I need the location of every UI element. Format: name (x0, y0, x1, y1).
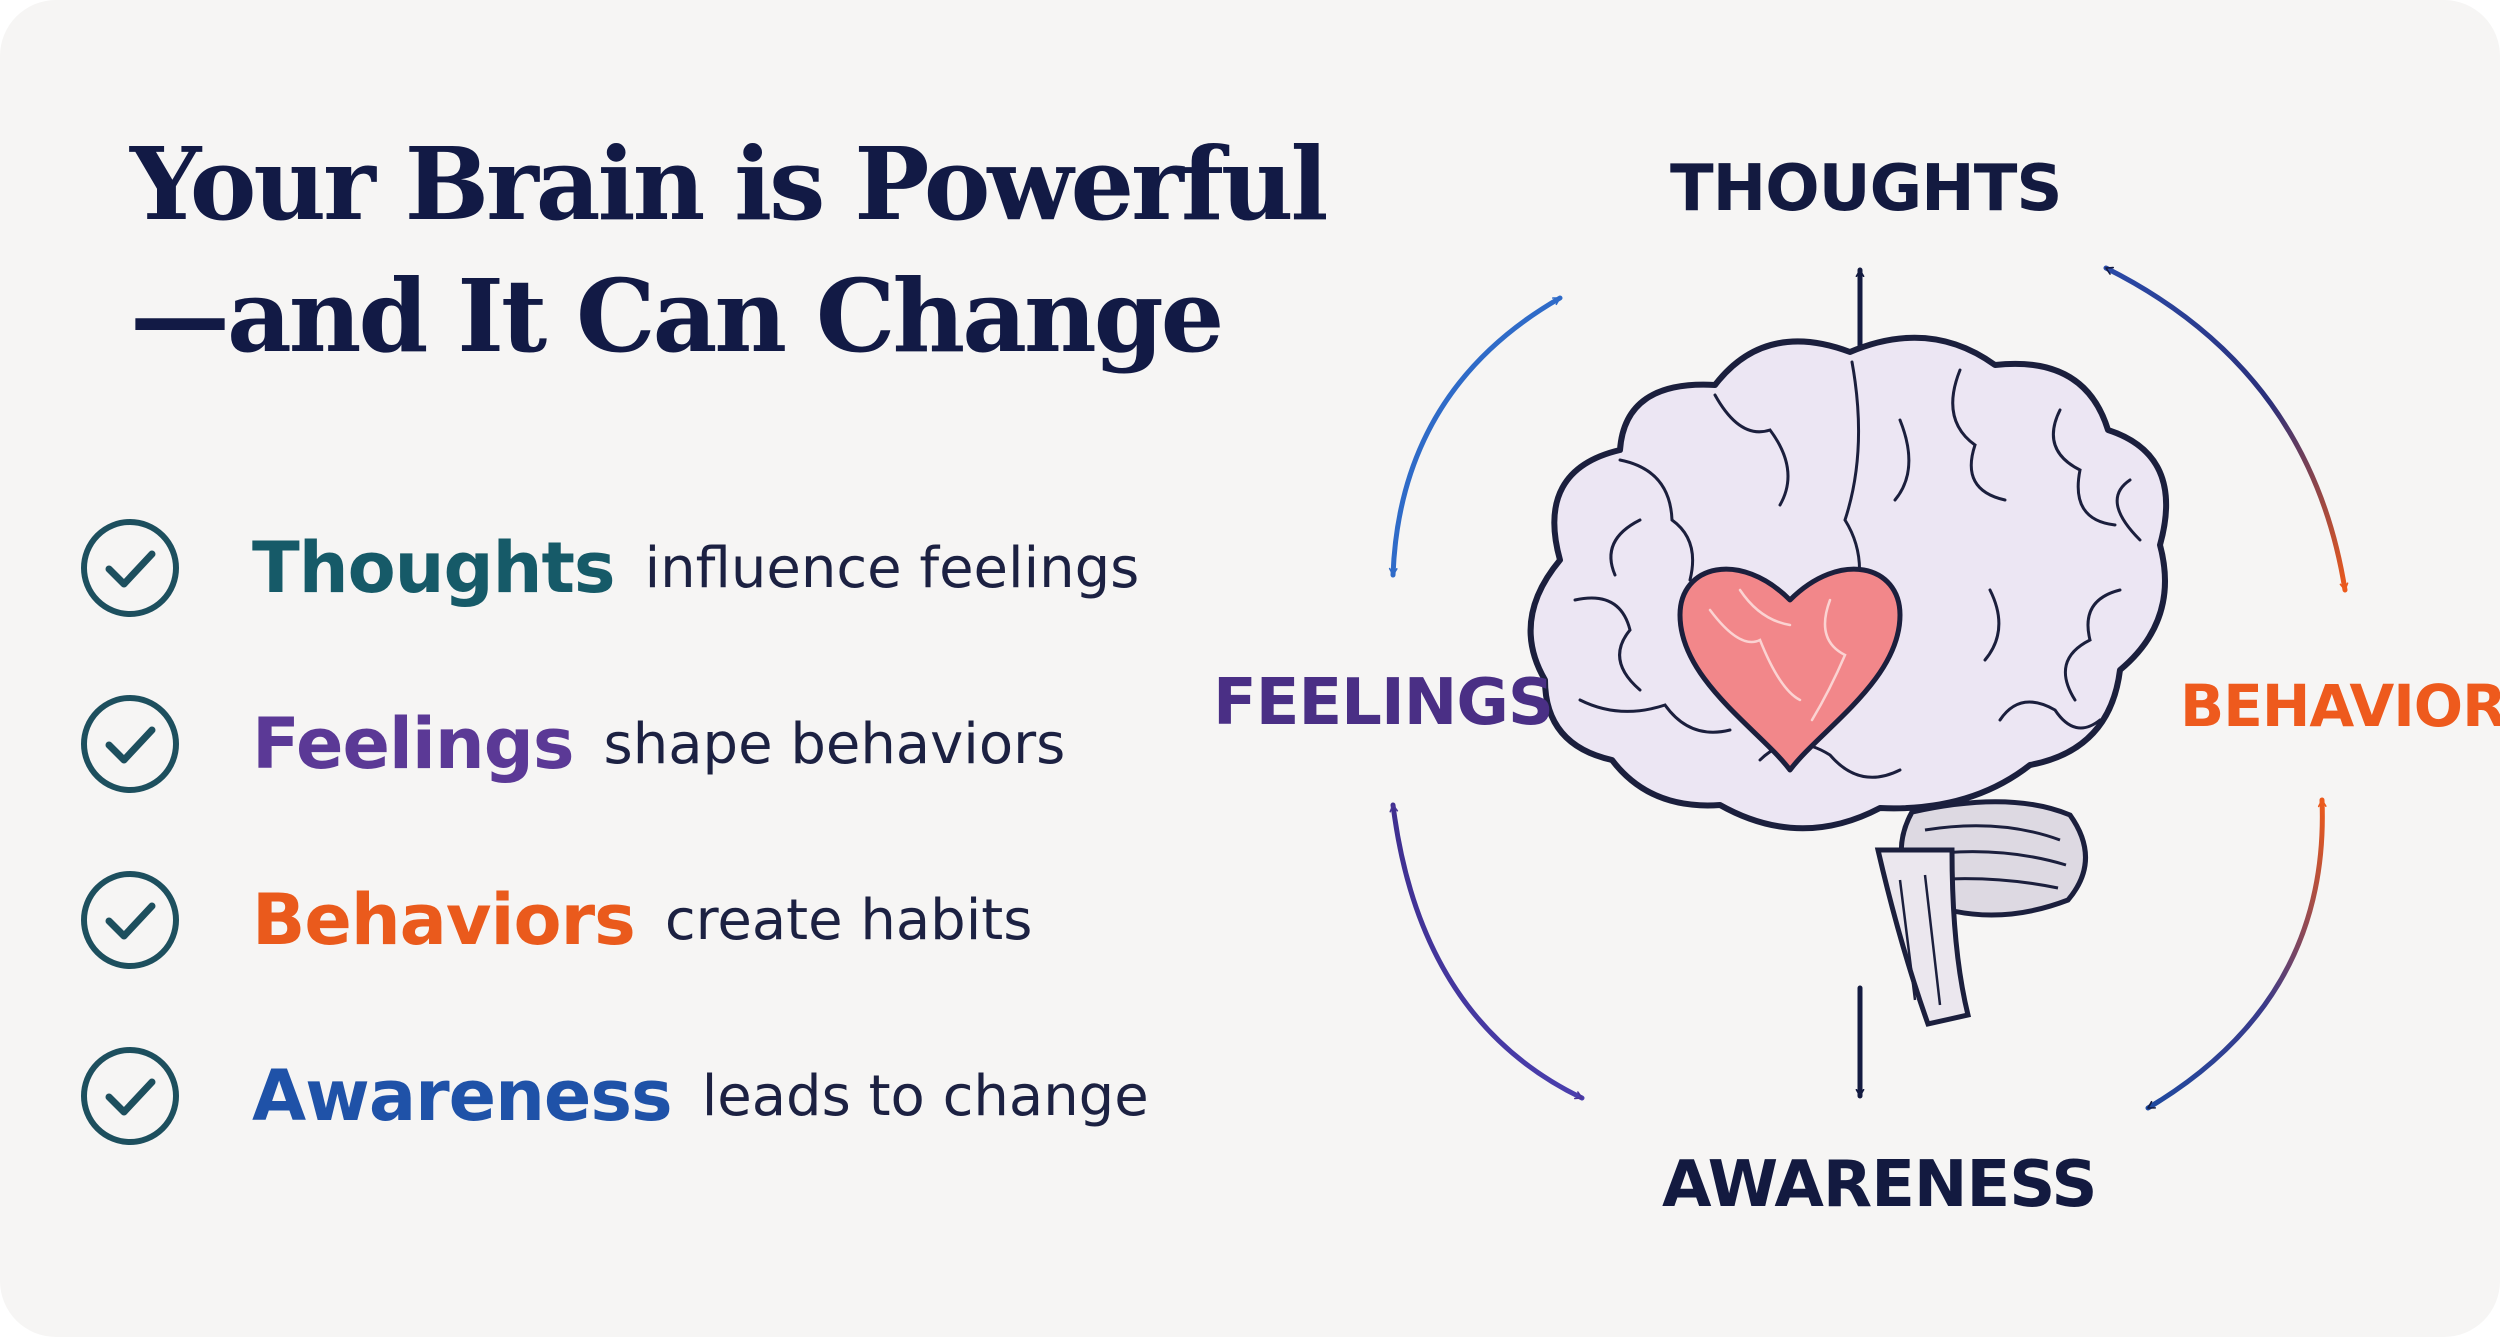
key-points-list: Thoughts influence feelings Feelings sha… (78, 480, 1149, 1184)
point-text: influence feelings (644, 535, 1140, 601)
list-item-behaviors: Behaviors create habits (78, 832, 1149, 1008)
arrow-behaviors-awareness (2145, 797, 2327, 1111)
check-circle-icon (81, 871, 179, 969)
keyword-thoughts: Thoughts (252, 527, 616, 609)
check-circle-icon (81, 1047, 179, 1145)
point-text: shape behaviors (603, 711, 1066, 777)
point-text: create habits (664, 887, 1033, 953)
check-circle-icon (81, 695, 179, 793)
list-item-awareness: Awareness leads to change (78, 1008, 1149, 1184)
title-line-1: Your Brain is Powerful (130, 125, 1329, 243)
node-behaviors: BEHAVIORS (2180, 672, 2500, 740)
check-circle-icon (81, 519, 179, 617)
list-item-feelings: Feelings shape behaviors (78, 656, 1149, 832)
node-thoughts: THOUGHTS (1670, 152, 2062, 226)
heart-icon (1677, 566, 1903, 773)
keyword-awareness: Awareness (252, 1055, 673, 1137)
keyword-feelings: Feelings (252, 703, 575, 785)
point-text: leads to change (701, 1063, 1149, 1129)
node-feelings: FEELINGS (1213, 666, 1554, 740)
list-item-thoughts: Thoughts influence feelings (78, 480, 1149, 656)
node-awareness: AWARENESS (1662, 1148, 2097, 1222)
arrow-feelings-thoughts (1388, 295, 1563, 578)
title-line-2: —and It Can Change (130, 257, 1224, 375)
keyword-behaviors: Behaviors (252, 879, 636, 961)
arrow-feelings-awareness (1389, 802, 1585, 1101)
arrow-thoughts-behaviors (2103, 265, 2349, 593)
page-title: Your Brain is Powerful —and It Can Chang… (130, 118, 1329, 382)
